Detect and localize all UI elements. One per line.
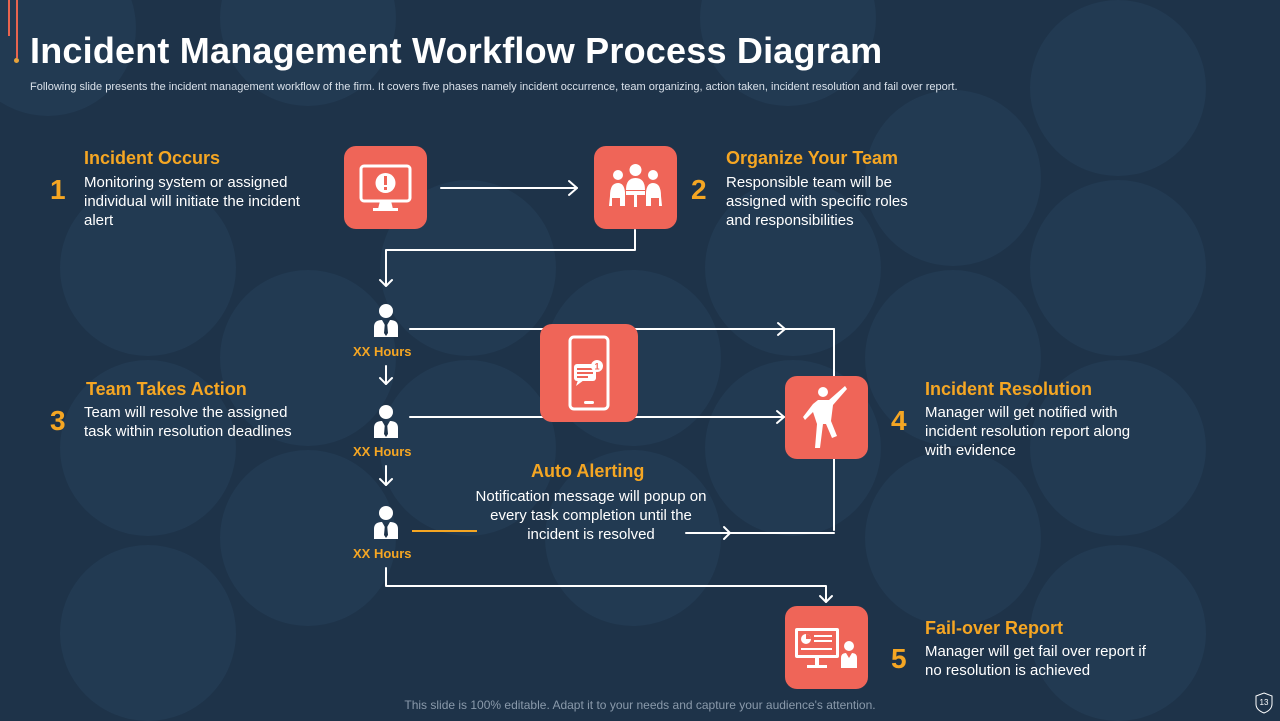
- phase-4-number: 4: [891, 405, 907, 436]
- phase-2-tile: [594, 146, 677, 229]
- phase-2-number: 2: [691, 174, 707, 205]
- auto-alerting-tile: 1: [540, 324, 638, 422]
- accent-line-left: [8, 0, 10, 36]
- phase-2-heading: Organize Your Team: [726, 148, 899, 168]
- person-icon-2: [374, 405, 398, 438]
- monitor-alert-icon: [359, 164, 412, 211]
- page-number: 13: [1259, 698, 1269, 707]
- page-title: Incident Management Workflow Process Dia…: [30, 30, 883, 71]
- auto-alerting-description: Notification message will popup on every…: [475, 488, 707, 543]
- page-number-badge-icon: [1255, 692, 1273, 714]
- phase-1-heading: Incident Occurs: [84, 148, 221, 168]
- celebrating-person-icon: [803, 386, 847, 448]
- person-icon-3: [374, 506, 398, 539]
- team-meeting-icon: [609, 164, 662, 207]
- phase-1-tile: [344, 146, 427, 229]
- hours-label-3: XX Hours: [353, 546, 412, 561]
- phase-1-number: 1: [50, 174, 66, 205]
- phase-3-heading: Team Takes Action: [86, 379, 247, 399]
- hours-label-1: XX Hours: [353, 344, 412, 359]
- phase-4-description: Manager will get notified with incident …: [925, 404, 1131, 459]
- page-subtitle: Following slide presents the incident ma…: [30, 81, 958, 93]
- phase-4-heading: Incident Resolution: [925, 379, 1093, 399]
- phase-2-description: Responsible team will be assigned with s…: [726, 174, 908, 229]
- phase-5-tile: [785, 606, 868, 689]
- phase-5-number: 5: [891, 643, 907, 674]
- phase-5-heading: Fail-over Report: [925, 618, 1064, 638]
- phase-3-number: 3: [50, 405, 66, 436]
- presentation-report-icon: [795, 628, 857, 668]
- phase-1-description: Monitoring system or assigned individual…: [84, 174, 300, 229]
- phase-5-description: Manager will get fail over report if no …: [925, 643, 1146, 679]
- svg-text:1: 1: [594, 362, 599, 372]
- phase-4-tile: [785, 376, 868, 459]
- mobile-notification-icon: 1: [568, 335, 610, 411]
- person-icon-1: [374, 304, 398, 337]
- footer-note: This slide is 100% editable. Adapt it to…: [404, 698, 876, 712]
- phase-3-description: Team will resolve the assigned task with…: [84, 404, 292, 440]
- accent-line-left-2: [16, 0, 18, 58]
- accent-dot: [14, 58, 19, 63]
- auto-alerting-heading: Auto Alerting: [531, 461, 645, 481]
- hours-label-2: XX Hours: [353, 444, 412, 459]
